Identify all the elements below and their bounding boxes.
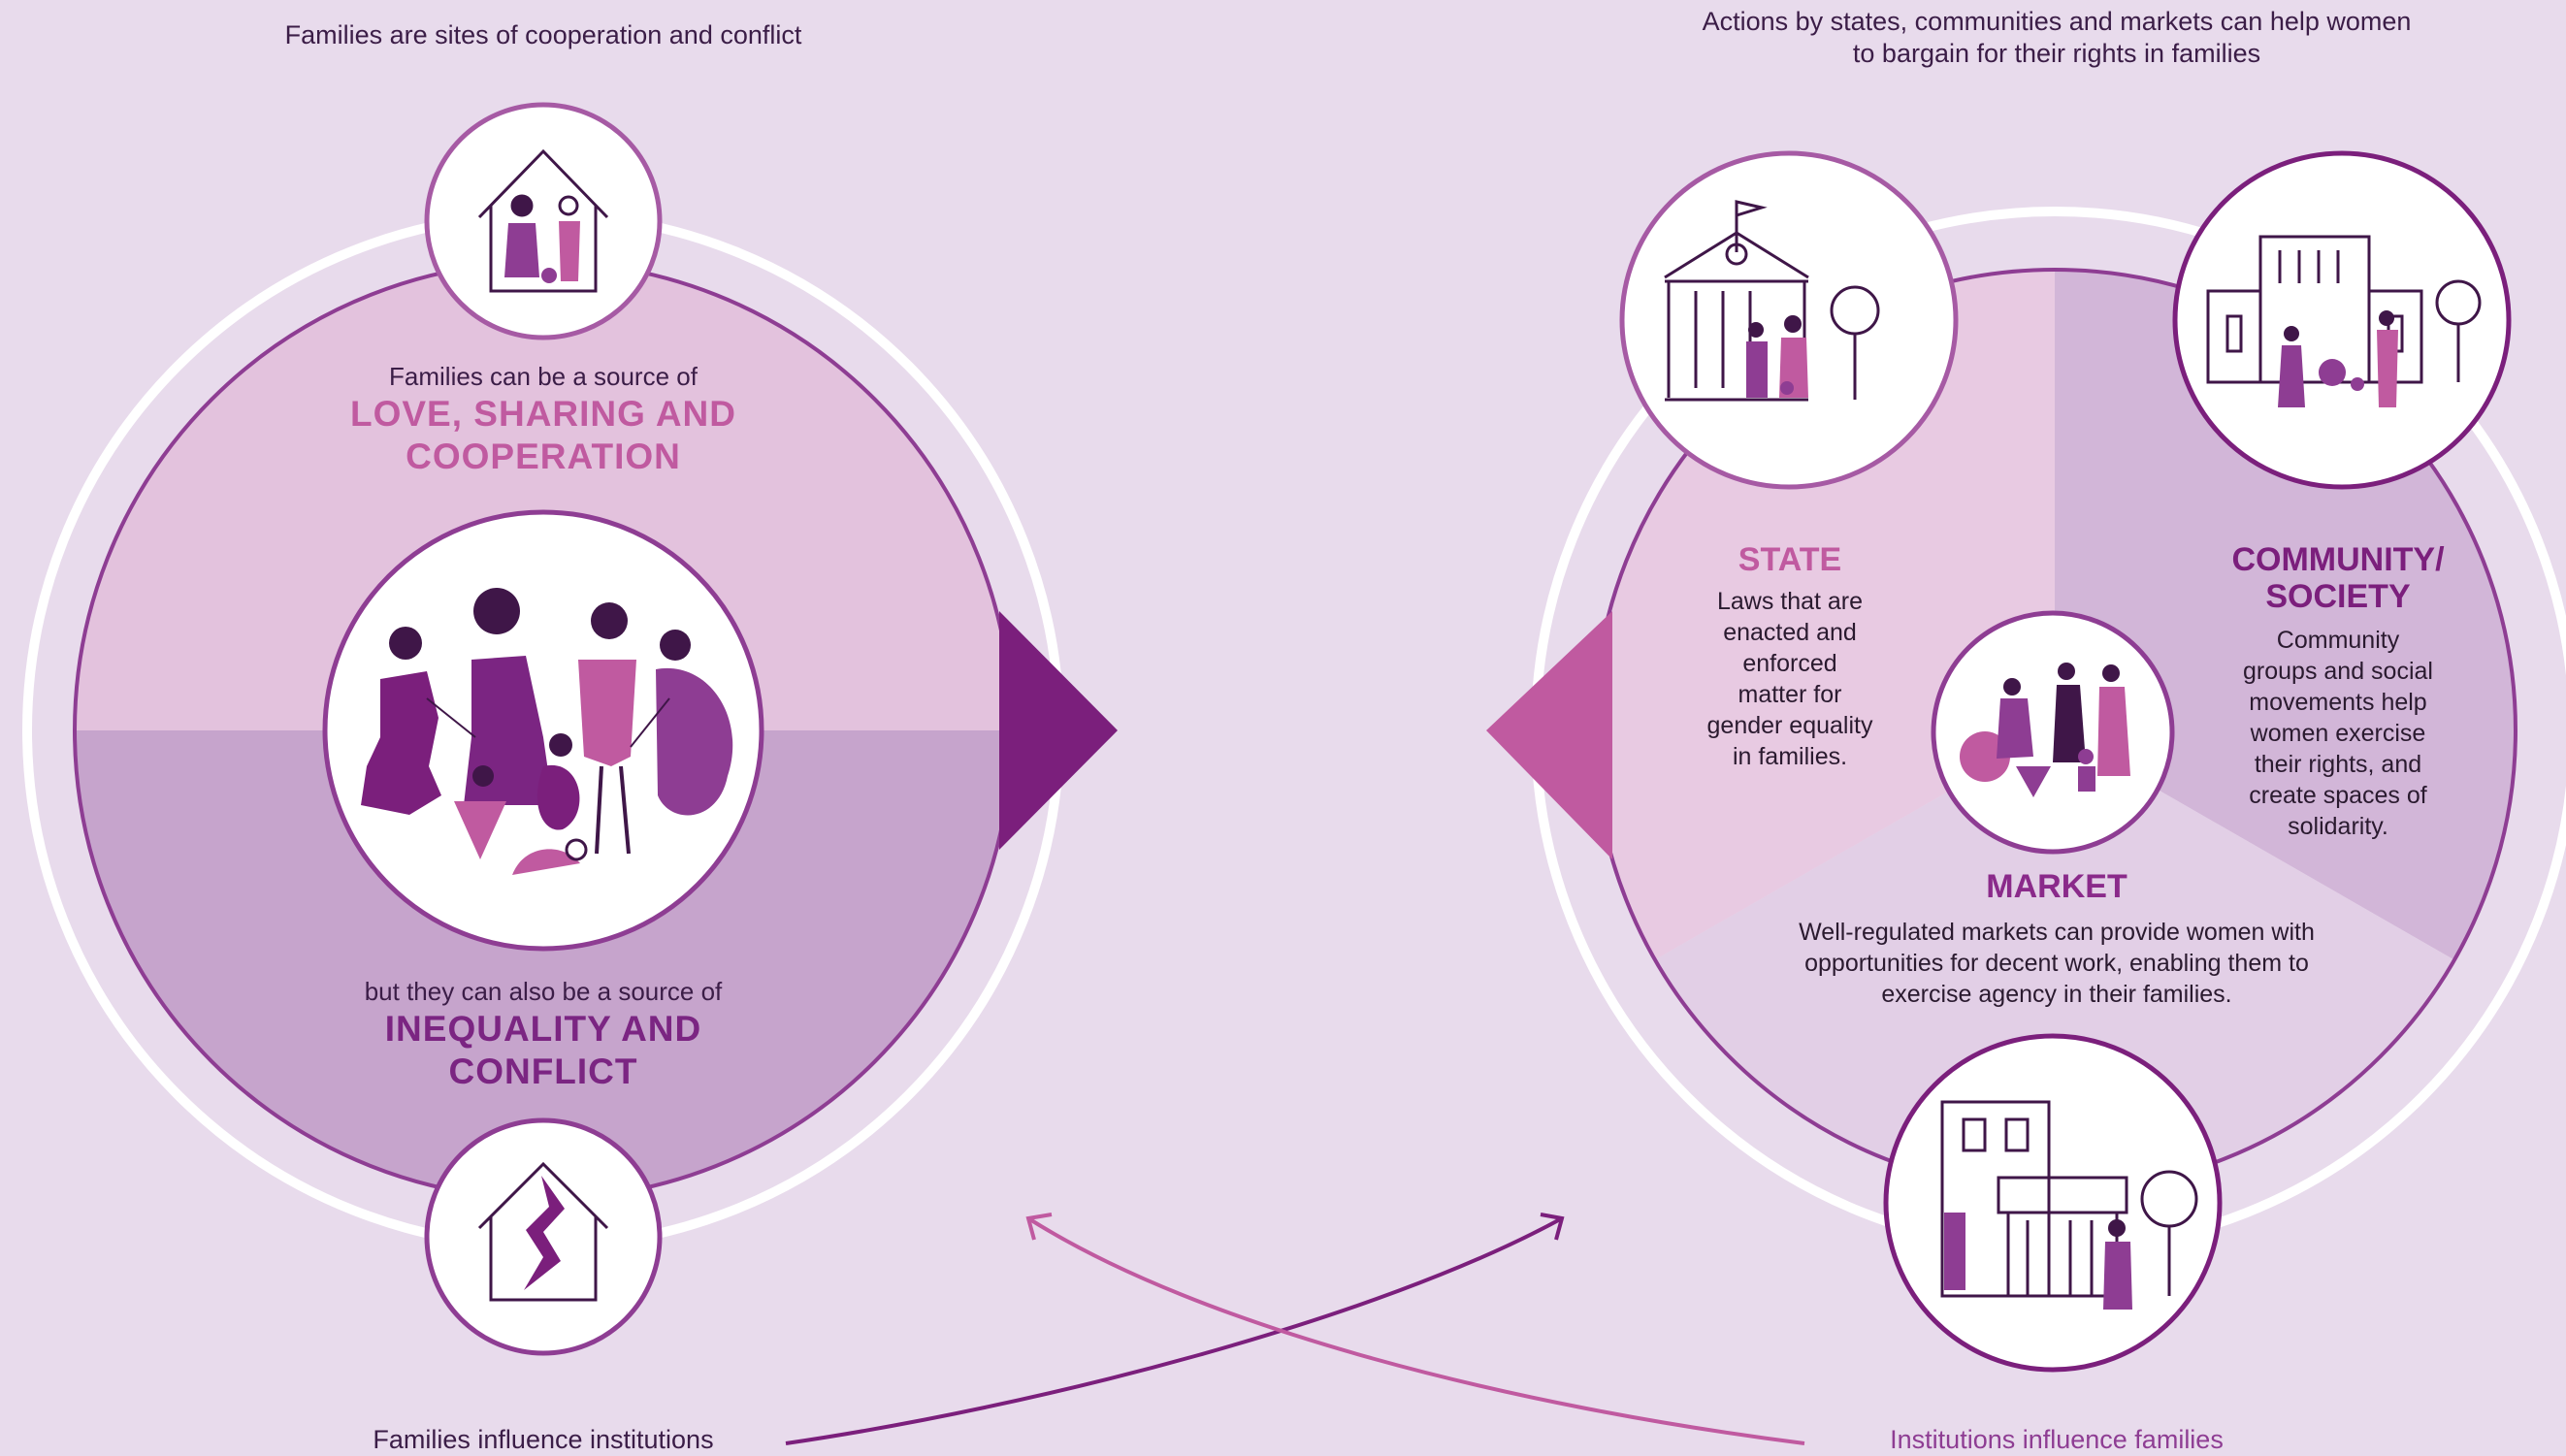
- community-line: Community: [2276, 627, 2400, 654]
- families-to-institutions-arrow: [785, 1216, 1563, 1445]
- community-heading-line1: COMMUNITY/: [2231, 541, 2445, 578]
- family-house-icon: [477, 148, 609, 293]
- family-house-circle: [424, 102, 663, 340]
- right-title: Actions by states, communities and marke…: [1640, 6, 2474, 70]
- community-line: solidarity.: [2288, 813, 2388, 840]
- arrow-left-icon: [1486, 611, 1612, 859]
- community-line: their rights, and: [2254, 751, 2422, 778]
- left-title: Families are sites of cooperation and co…: [284, 20, 802, 49]
- love-intro: Families can be a source of: [389, 362, 698, 391]
- community-line: movements help: [2249, 689, 2427, 716]
- state-heading: STATE: [1738, 541, 1842, 578]
- community-line: create spaces of: [2249, 782, 2427, 809]
- love-heading-line1: LOVE, SHARING AND: [350, 394, 736, 434]
- community-block: COMMUNITY/ SOCIETY Community groups and …: [2202, 541, 2474, 842]
- school-building-circle: [2172, 150, 2512, 490]
- family-group-icon: [361, 588, 733, 875]
- community-group-circle: [1931, 610, 2175, 855]
- state-line: Laws that are: [1716, 588, 1864, 615]
- love-block: Families can be a source of LOVE, SHARIN…: [252, 361, 834, 478]
- state-block: STATE Laws that are enacted and enforced…: [1659, 541, 1921, 772]
- market-shop-icon: [1940, 1100, 2198, 1310]
- inequality-intro: but they can also be a source of: [364, 977, 723, 1006]
- school-building-icon: [2206, 235, 2482, 407]
- right-title-line2: to bargain for their rights in families: [1852, 39, 2261, 68]
- state-line: in families.: [1732, 743, 1848, 770]
- state-line: matter for: [1738, 681, 1842, 708]
- market-line: exercise agency in their families.: [1881, 981, 2232, 1008]
- market-shop-circle: [1883, 1033, 2223, 1373]
- state-line: enforced: [1742, 650, 1837, 677]
- right-title-line1: Actions by states, communities and marke…: [1702, 7, 2412, 36]
- inequality-heading-line2: CONFLICT: [448, 1052, 638, 1091]
- broken-house-icon: [477, 1161, 609, 1302]
- inequality-block: but they can also be a source of INEQUAL…: [252, 976, 834, 1093]
- community-heading-line2: SOCIETY: [2265, 578, 2411, 615]
- institutions-influence-caption: Institutions influence families: [1890, 1425, 2224, 1454]
- community-group-icon: [1960, 663, 2130, 797]
- market-heading: MARKET: [1986, 868, 2128, 905]
- inequality-heading-line1: INEQUALITY AND: [384, 1009, 702, 1049]
- community-line: groups and social: [2243, 658, 2433, 685]
- family-circle: [322, 509, 764, 952]
- left-cycle: [22, 102, 1118, 1356]
- market-line: opportunities for decent work, enabling …: [1804, 950, 2309, 977]
- market-block: MARKET Well-regulated markets can provid…: [1727, 868, 2387, 1010]
- market-line: Well-regulated markets can provide women…: [1799, 919, 2315, 946]
- curved-arrow-icon: [785, 1213, 1805, 1445]
- institutions-to-families-arrow: [1026, 1216, 1805, 1445]
- right-cycle: [1486, 150, 2566, 1373]
- state-line: enacted and: [1723, 619, 1857, 646]
- families-influence-caption: Families influence institutions: [373, 1425, 714, 1454]
- arrow-right-icon: [999, 611, 1118, 850]
- state-line: gender equality: [1706, 712, 1873, 739]
- government-building-icon: [1664, 200, 1880, 402]
- community-line: women exercise: [2250, 720, 2426, 747]
- market-sector: [1594, 730, 2516, 1191]
- love-heading-line2: COOPERATION: [406, 437, 681, 476]
